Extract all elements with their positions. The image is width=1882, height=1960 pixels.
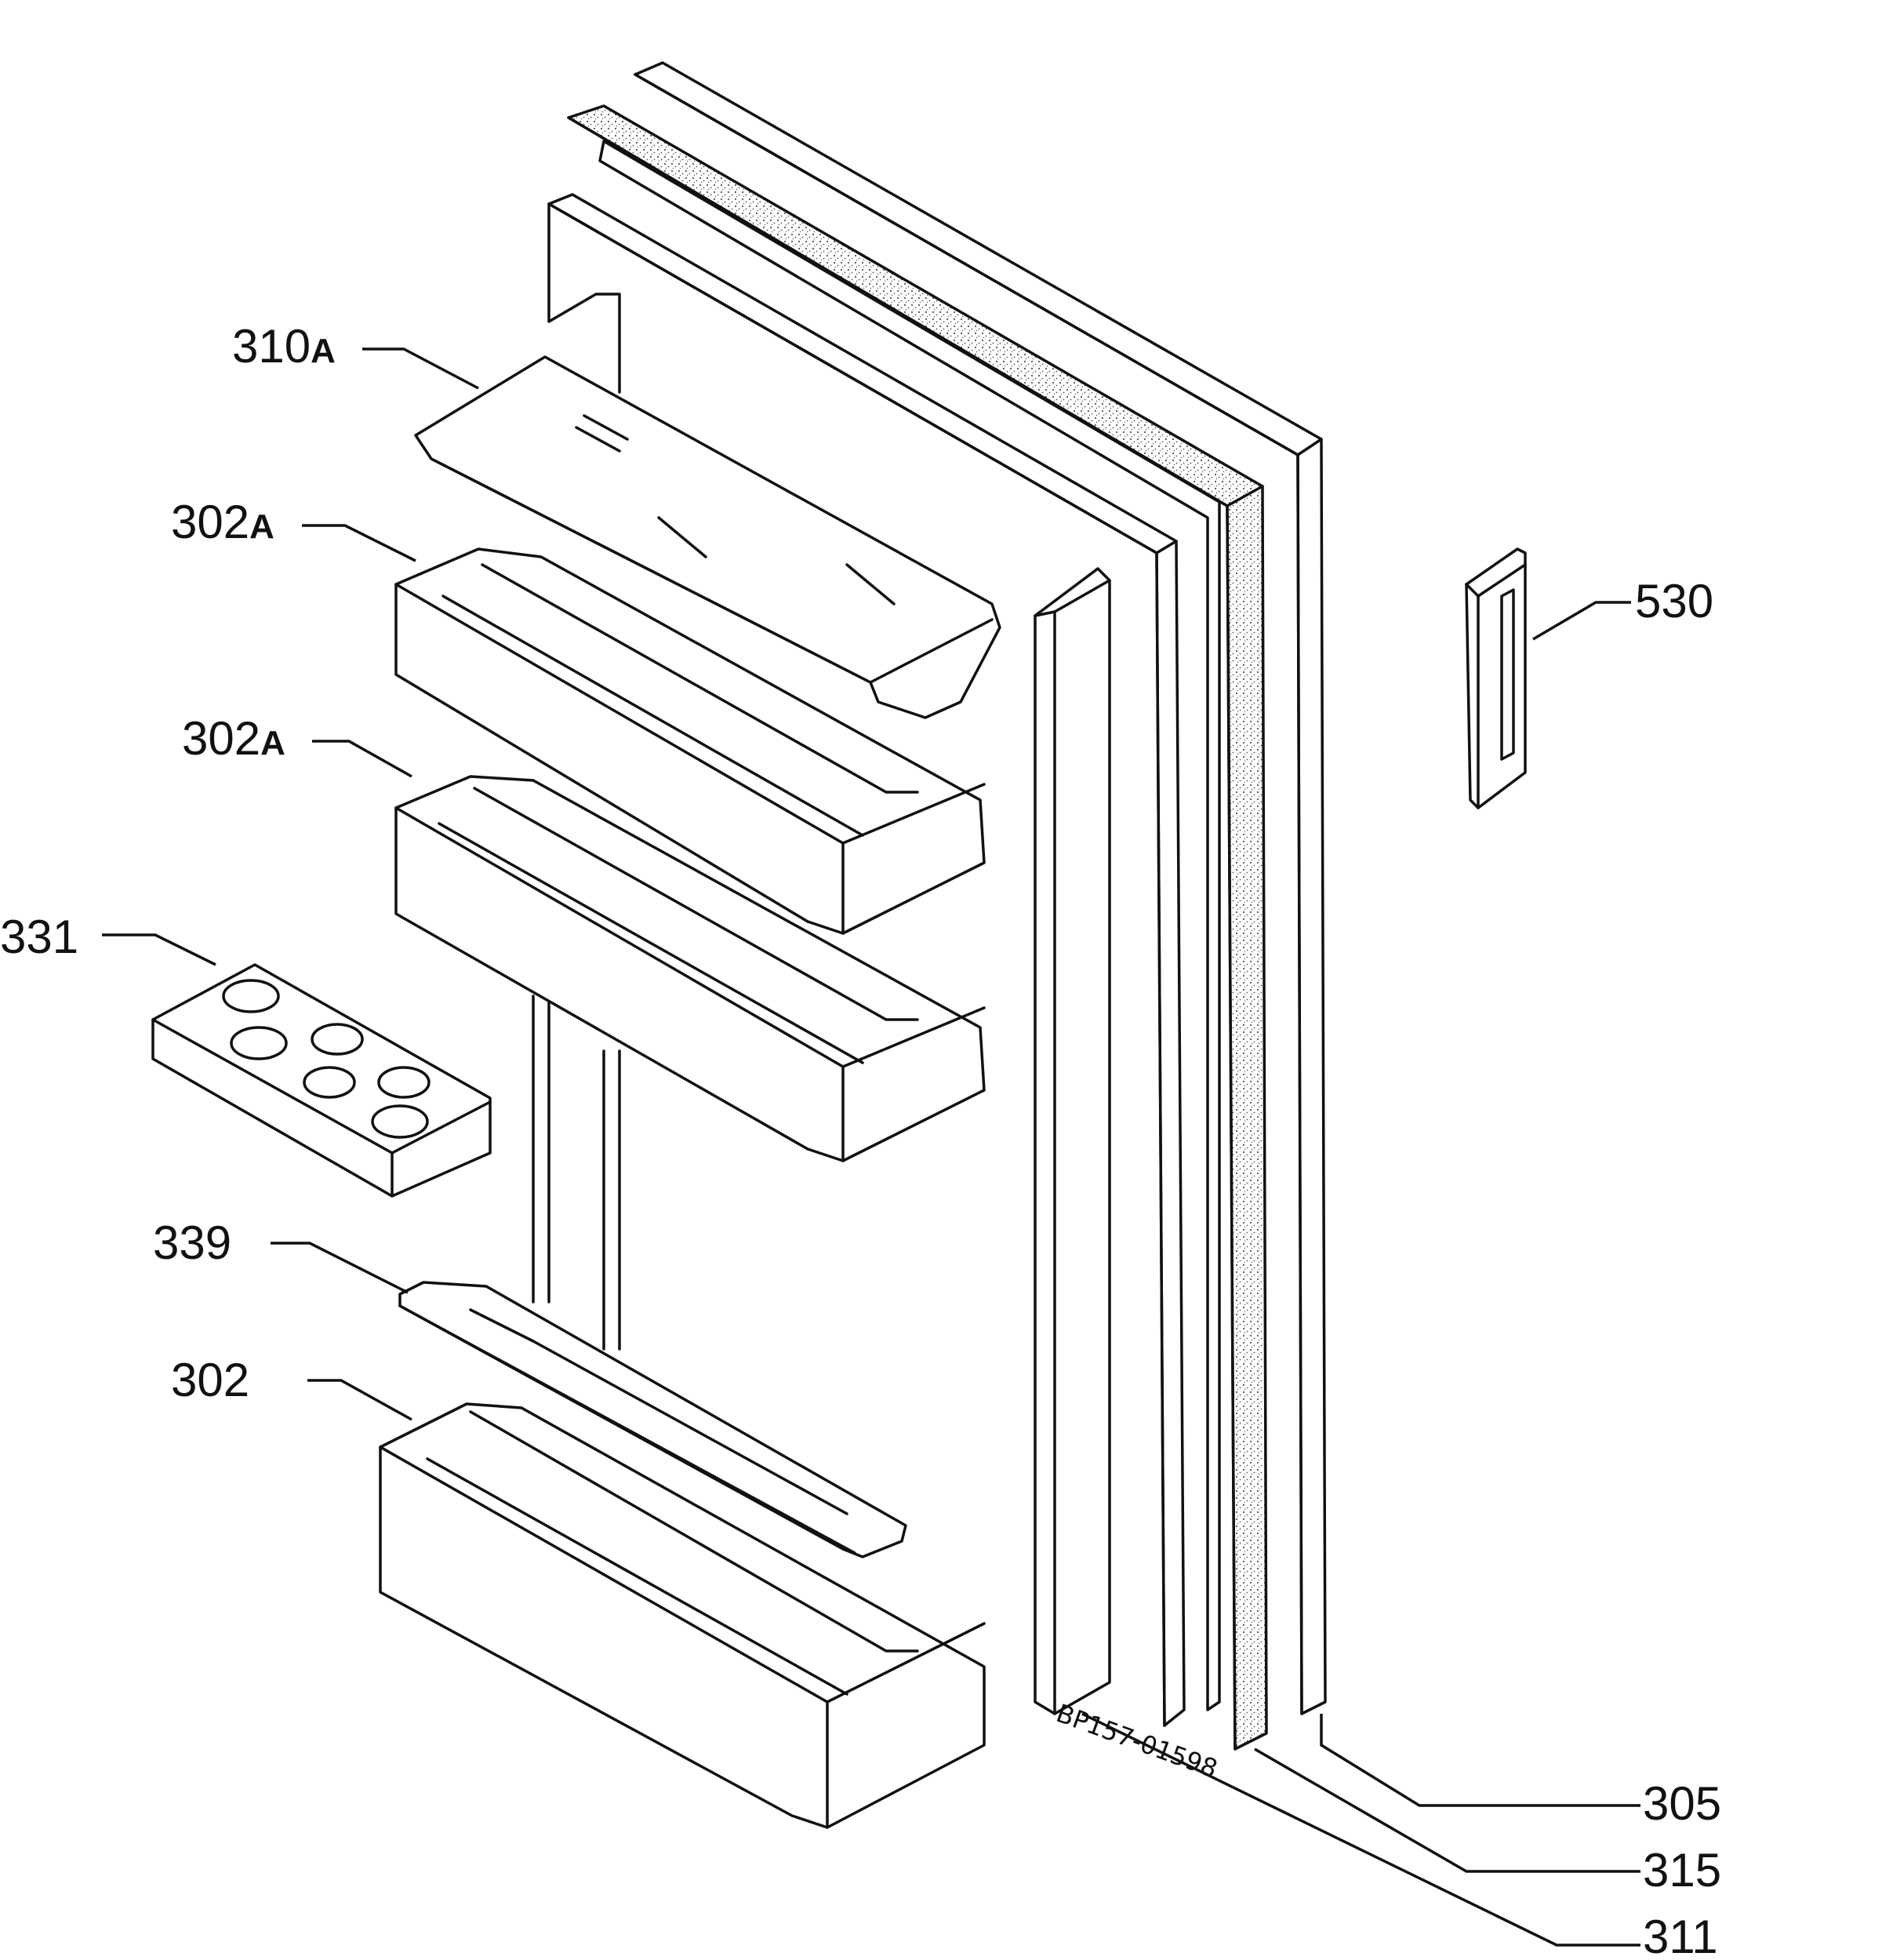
bottle-retainer-part bbox=[398, 1281, 907, 1558]
bottom-door-shelf-part bbox=[379, 1402, 986, 1829]
leader-315 bbox=[1254, 1747, 1640, 1873]
leader-530 bbox=[1532, 601, 1631, 641]
leader-302a-middle bbox=[312, 740, 412, 778]
callout-302: 302 bbox=[171, 1354, 250, 1406]
door-inner-liner-part bbox=[532, 193, 1186, 1727]
leader-302 bbox=[307, 1379, 412, 1421]
leader-339 bbox=[271, 1242, 409, 1294]
upper-door-shelf-part bbox=[394, 547, 986, 935]
leader-310a bbox=[362, 347, 479, 390]
leader-305 bbox=[1320, 1714, 1640, 1807]
door-handle-part bbox=[1465, 547, 1527, 809]
callout-331: 331 bbox=[0, 911, 79, 963]
door-outer-panel-part bbox=[634, 61, 1327, 1715]
callout-311: 311 bbox=[1643, 1911, 1718, 1960]
callout-530: 530 bbox=[1635, 575, 1714, 627]
shelf-cover-part bbox=[414, 355, 1001, 719]
callout-310a: 310A bbox=[232, 320, 336, 373]
callout-305: 305 bbox=[1643, 1777, 1722, 1830]
middle-door-shelf-part bbox=[394, 775, 986, 1162]
door-gasket-part bbox=[567, 104, 1268, 1751]
callout-302a-middle: 302A bbox=[182, 712, 285, 765]
leader-331 bbox=[102, 933, 216, 966]
leader-311 bbox=[1081, 1712, 1640, 1947]
callout-302a-upper: 302A bbox=[171, 496, 274, 548]
callout-339: 339 bbox=[153, 1216, 232, 1269]
egg-tray-part bbox=[151, 963, 492, 1198]
callout-315: 315 bbox=[1643, 1844, 1722, 1896]
leader-302a-upper bbox=[302, 524, 416, 562]
liner-side-strip-part bbox=[1034, 567, 1111, 1715]
